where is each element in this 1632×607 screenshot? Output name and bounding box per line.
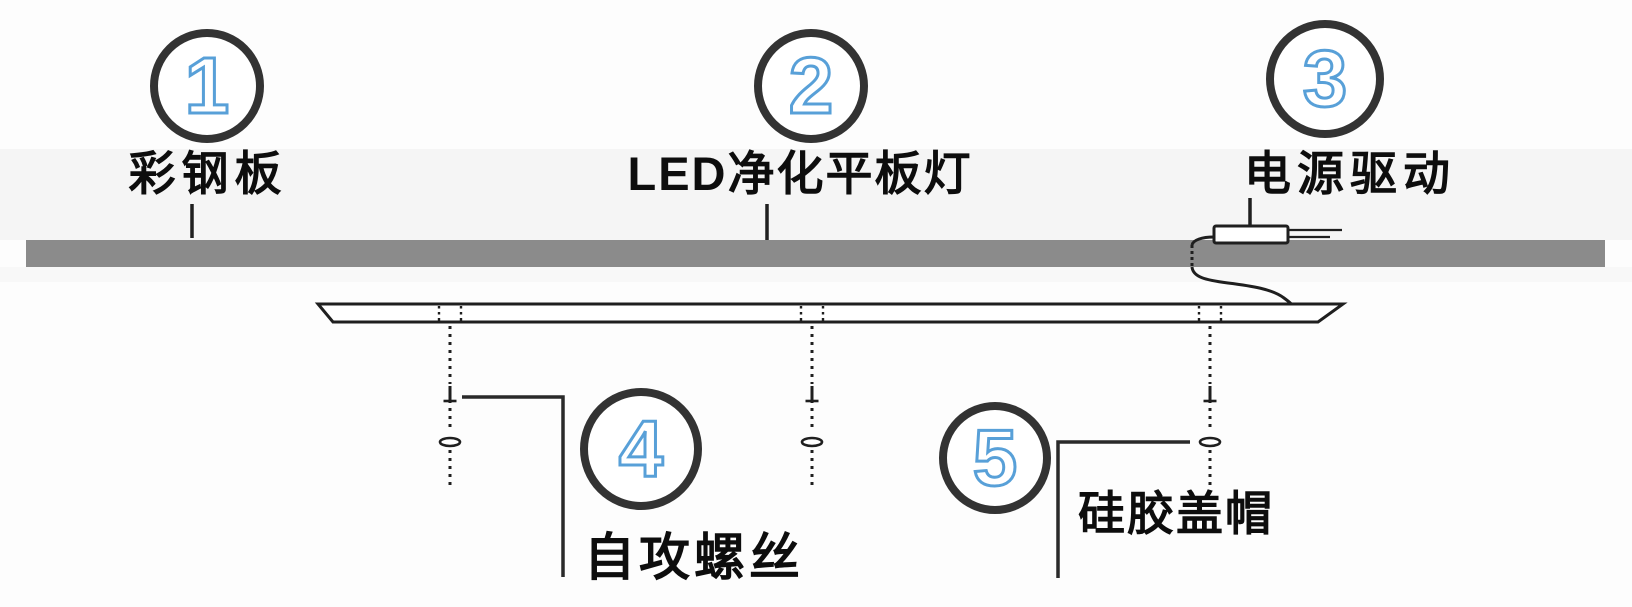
screw-assembly-right (1197, 306, 1223, 486)
callout-badge-2: 2 (754, 29, 868, 143)
label-silicone-cap: 硅胶盖帽 (1078, 487, 1274, 540)
callout-badge-3: 3 (1266, 20, 1384, 138)
callout-number-3: 3 (1301, 34, 1348, 123)
silicone-cap-left (438, 436, 462, 448)
label-pointer-lines (190, 198, 1252, 240)
silicone-cap-right (1198, 436, 1222, 448)
callout-badge-4: 4 (580, 388, 702, 510)
label-self-tapping-screw: 自攻螺丝 (584, 529, 805, 586)
color-steel-plate-bar (26, 240, 1605, 267)
label-power-driver: 电源驱动 (1244, 147, 1456, 200)
led-panel-body (314, 302, 1348, 324)
callout-number-5: 5 (971, 413, 1018, 502)
driver-cable-top (1190, 235, 1215, 246)
power-driver (1190, 224, 1342, 307)
screw-assembly-middle (799, 306, 825, 486)
power-driver-box (1212, 224, 1290, 245)
silicone-cap-middle (800, 436, 824, 448)
screw-assembly-left (437, 306, 463, 486)
callout-badge-1: 1 (150, 29, 264, 143)
screw-assemblies (437, 306, 1223, 486)
leader-line-silicone-cap (1056, 440, 1190, 578)
callout-badge-5: 5 (939, 402, 1051, 514)
callout-number-2: 2 (787, 41, 834, 130)
callout-number-4: 4 (617, 404, 664, 493)
label-led-panel-light: LED净化平板灯 (627, 147, 973, 200)
label-color-steel-plate: 彩钢板 (128, 147, 288, 200)
leader-line-self-tapping-screw (462, 395, 565, 577)
callout-number-1: 1 (183, 41, 230, 130)
driver-cable-bottom (1190, 266, 1295, 307)
